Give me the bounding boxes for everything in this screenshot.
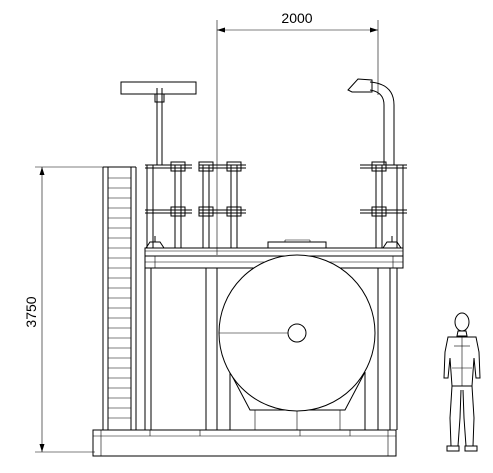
width-dimension: 2000 [216,10,379,255]
scale-figure [443,312,481,452]
base-skid [92,429,397,457]
center-handrail [198,161,246,248]
left-handrail [145,161,192,249]
width-dimension-label: 2000 [281,10,312,26]
right-vent-mast [347,78,395,165]
access-ladder [102,166,137,430]
tank [218,254,376,430]
height-dimension: 3750 [23,166,103,453]
height-dimension-label: 3750 [23,296,39,327]
left-mast [120,81,197,165]
support-columns [144,268,398,430]
right-handrail [360,161,407,249]
